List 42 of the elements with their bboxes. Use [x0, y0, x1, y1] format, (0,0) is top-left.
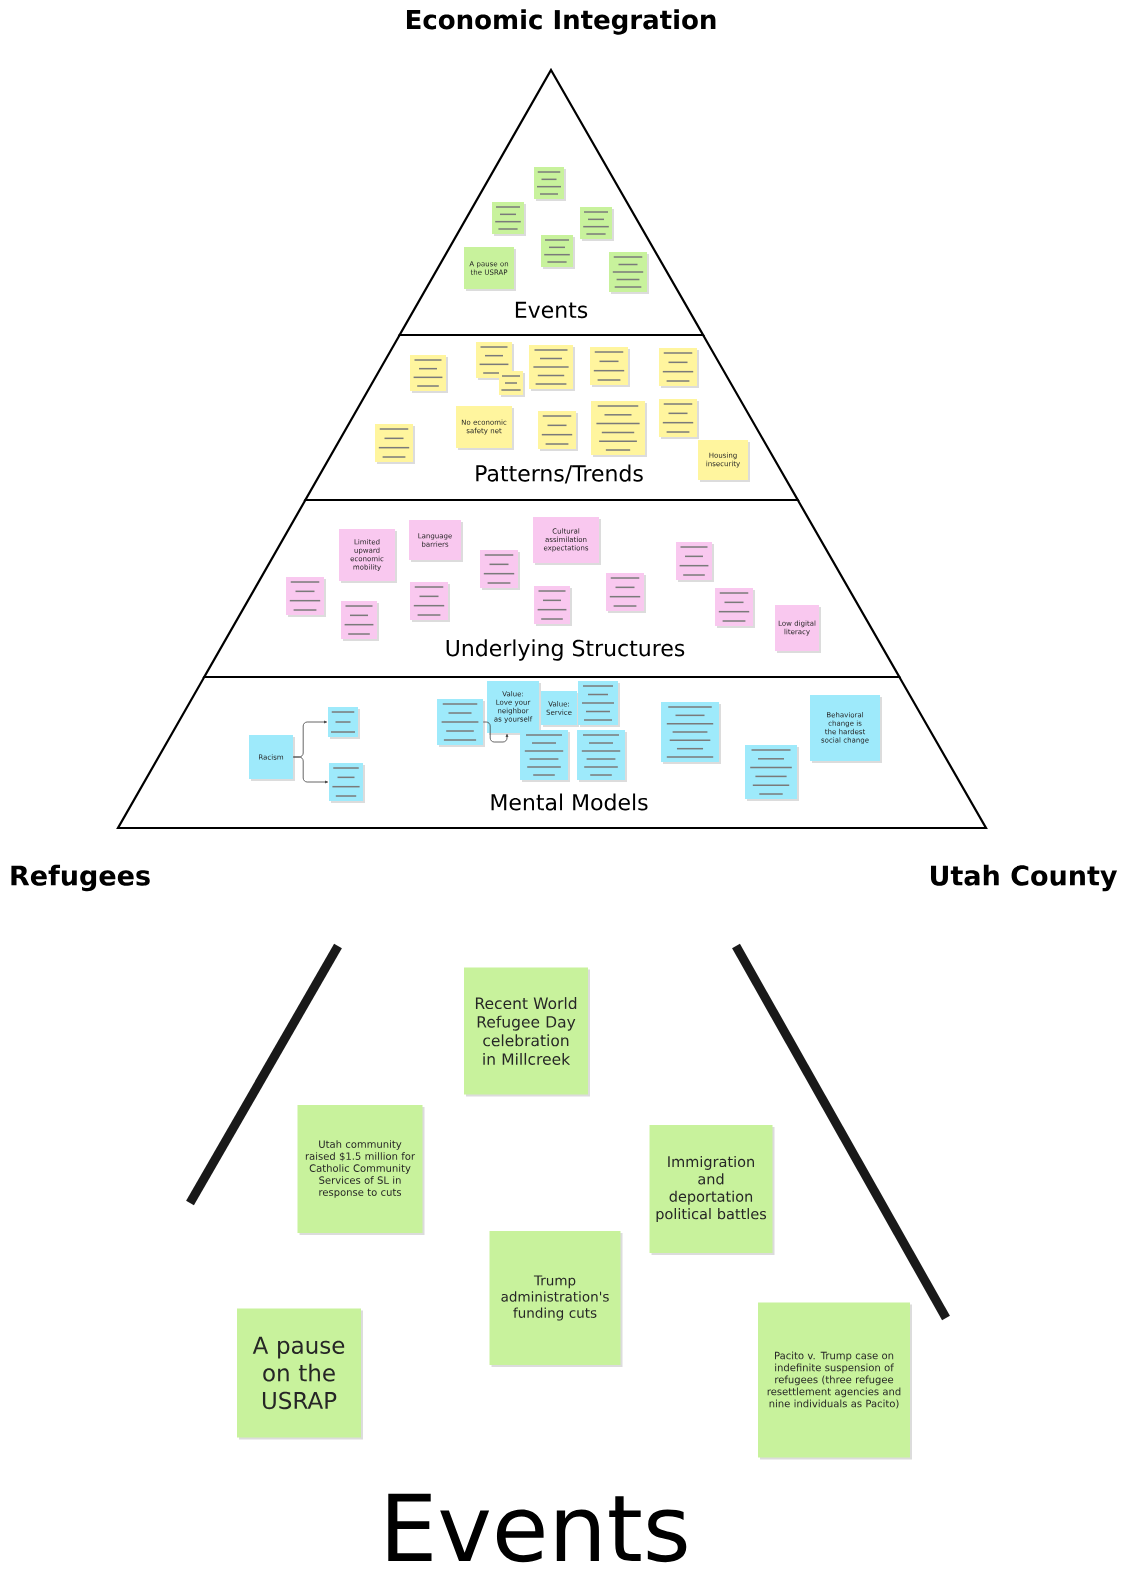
title: Economic Integration	[407, 9, 716, 35]
sticky-note: Recent World Refugee Day celebration in Millcreek	[464, 967, 590, 1097]
sticky-note	[538, 411, 578, 451]
sticky-note	[661, 702, 721, 764]
heading: Refugees	[11, 864, 150, 892]
sticky-note	[541, 235, 575, 269]
sticky-note	[659, 399, 699, 439]
sticky-note	[534, 586, 572, 626]
sticky-note	[328, 707, 360, 739]
sticky-note	[341, 601, 379, 641]
heading: Utah County	[931, 864, 1117, 892]
sticky-note: Utah community raised $1.5 million for Catholic Community Services of SL in response to cuts	[297, 1105, 425, 1235]
sticky-note	[410, 582, 450, 622]
sticky-note	[480, 550, 520, 590]
sticky-note	[329, 763, 365, 803]
sticky-note	[590, 347, 630, 387]
sticky-note	[580, 207, 614, 241]
sticky-note	[606, 573, 646, 613]
sticky-note	[286, 577, 326, 617]
sticky-note: Immigration and deportation political battles	[649, 1125, 775, 1255]
sticky-note	[745, 745, 799, 801]
sticky-note	[499, 371, 525, 397]
sticky-note	[659, 348, 699, 388]
sticky-note	[520, 730, 570, 782]
sticky-note	[609, 252, 649, 294]
sticky-note	[437, 699, 485, 747]
sticky-note	[578, 681, 620, 727]
sticky-note: A pause on the USRAP	[237, 1308, 363, 1440]
sticky-note	[476, 342, 514, 380]
sticky-note	[492, 202, 526, 236]
sticky-note	[591, 401, 647, 457]
sticky-note	[529, 345, 575, 391]
sticky-note	[534, 167, 566, 201]
sticky-note	[375, 424, 415, 464]
arrow	[292, 756, 329, 784]
sticky-note	[715, 588, 755, 628]
sticky-note: Pacito v. Trump case on indefinite suspension of refugees (three refugee resettlement agencies and nine individuals as Pacito)	[758, 1302, 912, 1460]
sticky-note	[410, 355, 448, 393]
large-heading: Events	[388, 1493, 687, 1563]
sticky-note	[577, 730, 627, 782]
sticky-note: Trump administration's funding cuts	[489, 1231, 623, 1367]
sticky-note	[676, 542, 714, 582]
